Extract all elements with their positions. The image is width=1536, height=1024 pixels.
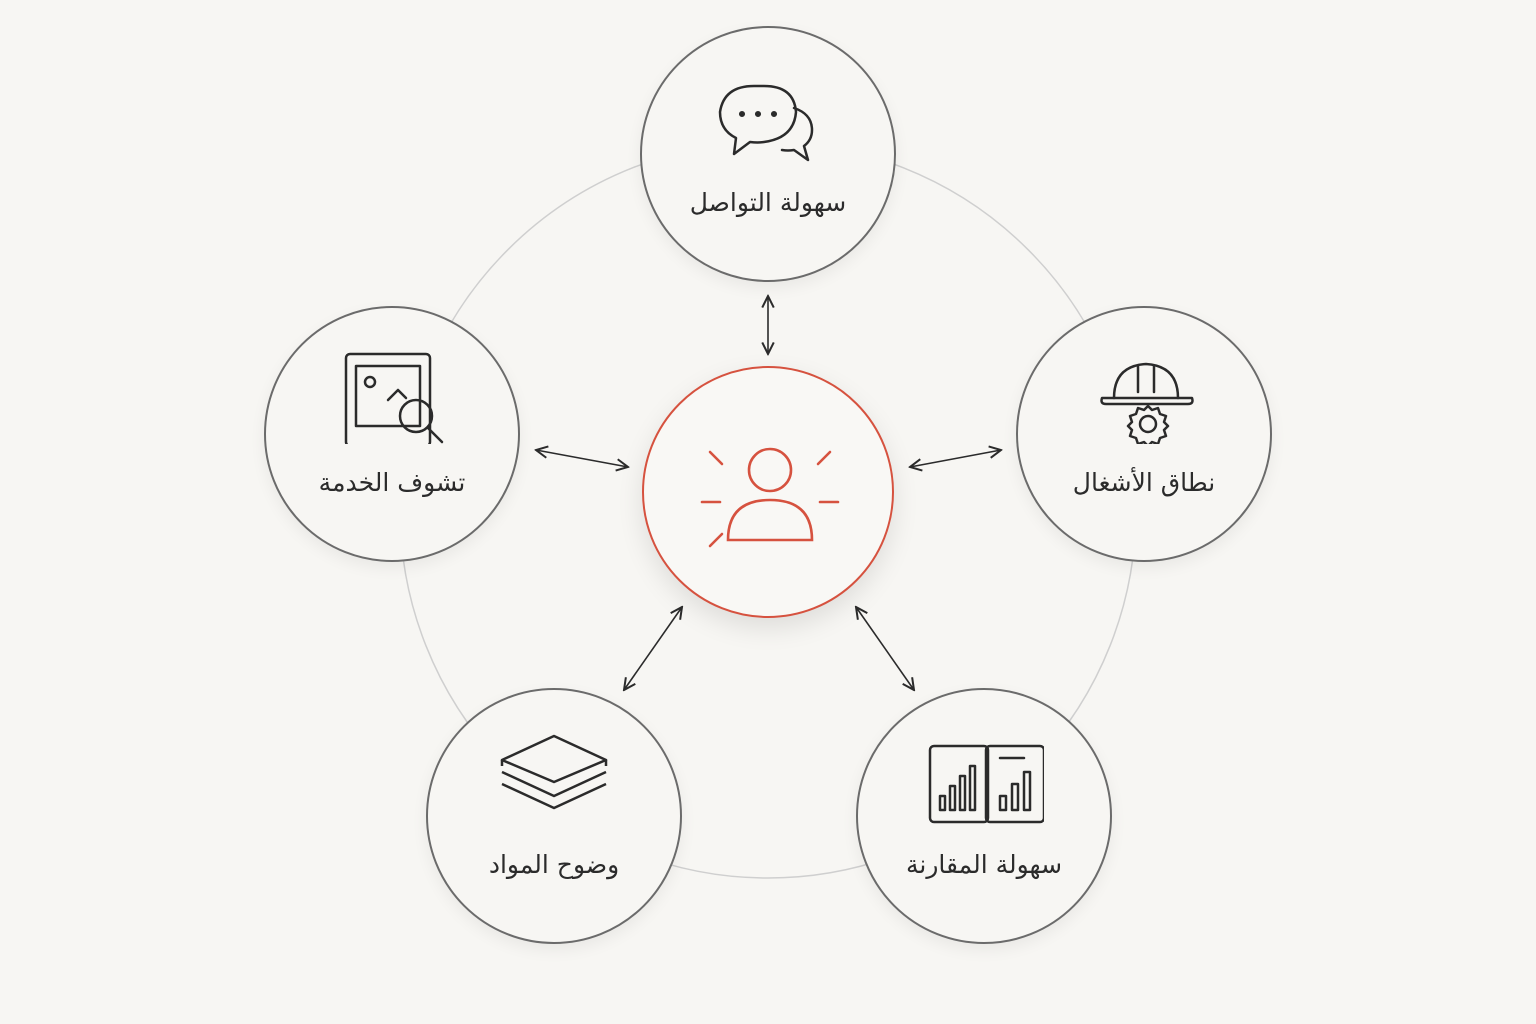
center-user-node xyxy=(642,366,894,618)
node-label: وضوح المواد xyxy=(488,850,620,879)
node-label: سهولة المقارنة xyxy=(905,850,1063,879)
arrow-center-materials xyxy=(624,607,682,690)
node-comparison: سهولة المقارنة xyxy=(856,688,1112,944)
user-highlight-icon xyxy=(700,447,840,548)
node-service-preview: تشوف الخدمة xyxy=(264,306,520,562)
chat-bubbles-icon xyxy=(708,68,828,164)
helmet-gear-icon xyxy=(1084,348,1204,444)
layers-icon xyxy=(494,730,614,826)
arrow-center-comparison xyxy=(856,607,914,690)
node-label: سهولة التواصل xyxy=(689,188,847,217)
node-work-scope: نطاق الأشغال xyxy=(1016,306,1272,562)
arrow-center-work-scope xyxy=(910,450,1001,467)
bar-charts-icon xyxy=(924,730,1044,826)
node-label: تشوف الخدمة xyxy=(318,468,466,497)
node-communication: سهولة التواصل xyxy=(640,26,896,282)
node-label: نطاق الأشغال xyxy=(1072,468,1216,497)
node-materials: وضوح المواد xyxy=(426,688,682,944)
image-search-icon xyxy=(332,348,452,444)
arrow-center-service-preview xyxy=(536,450,628,467)
